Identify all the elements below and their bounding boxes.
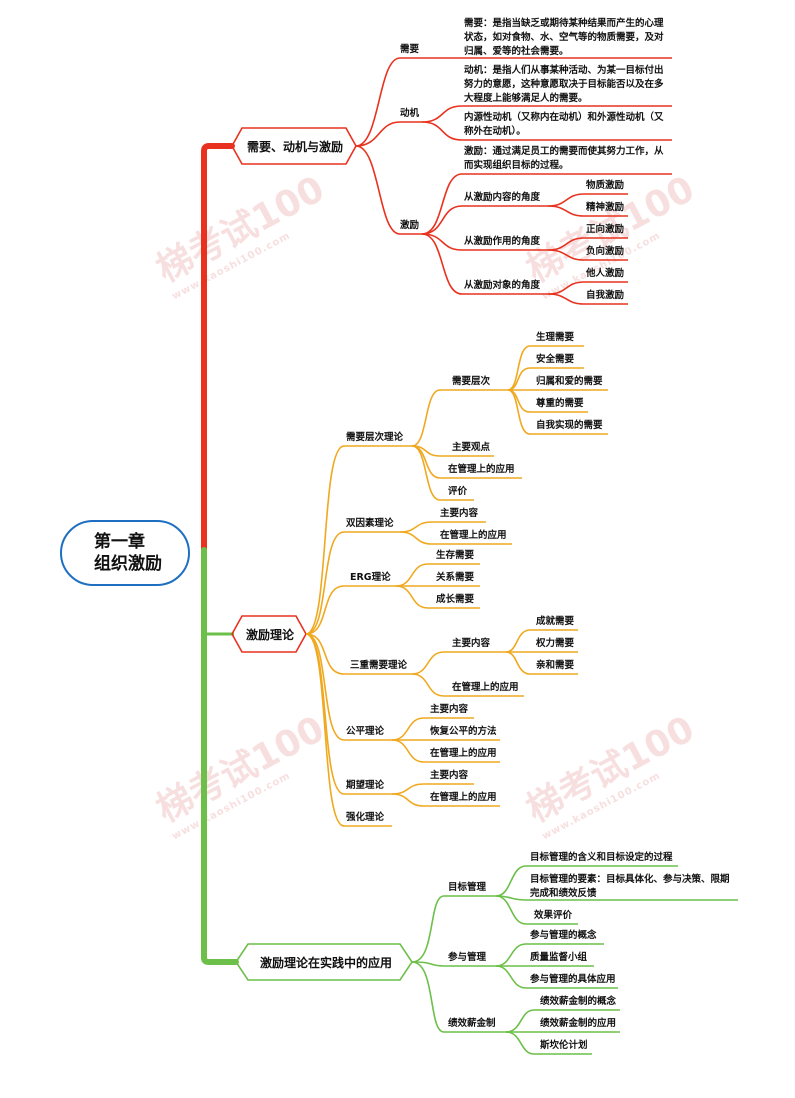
node-motive-desc[interactable]: 动机：是指人们从事某种活动、为某一目标付出努力的意愿，这种意愿取决于目标能否以及… bbox=[464, 65, 664, 104]
root-subtitle: 组织激励 bbox=[94, 554, 162, 574]
node-triple-app[interactable]: 在管理上的应用 bbox=[452, 682, 519, 693]
node-equity-main[interactable]: 主要内容 bbox=[430, 704, 469, 715]
node-expectancy-app[interactable]: 在管理上的应用 bbox=[430, 792, 497, 803]
root-node[interactable]: 第一章 组织激励 bbox=[60, 520, 190, 586]
node-affiliation-need[interactable]: 亲和需要 bbox=[536, 660, 575, 671]
node-expectancy-theory[interactable]: 期望理论 bbox=[346, 780, 385, 791]
node-achievement-need[interactable]: 成就需要 bbox=[536, 616, 575, 627]
node-hierarchy-theory[interactable]: 需要层次理论 bbox=[346, 432, 404, 443]
node-need-levels[interactable]: 需要层次 bbox=[452, 376, 491, 387]
branch-node-incentive-theory[interactable]: 激励理论 bbox=[245, 627, 294, 642]
node-incentive[interactable]: 激励 bbox=[400, 220, 420, 231]
node-participation[interactable]: 参与管理 bbox=[448, 952, 487, 963]
node-hierarchy-eval[interactable]: 评价 bbox=[448, 486, 468, 497]
node-pay-app[interactable]: 绩效薪金制的应用 bbox=[540, 1018, 617, 1029]
node-erg-growth[interactable]: 成长需要 bbox=[436, 594, 475, 605]
node-positive-incentive[interactable]: 正向激励 bbox=[586, 224, 625, 235]
node-mbo-elements[interactable]: 目标管理的要素：目标具体化、参与决策、限期完成和绩效反馈 bbox=[530, 874, 730, 899]
node-quality-circle[interactable]: 质量监督小组 bbox=[530, 952, 588, 963]
node-reinforcement-theory[interactable]: 强化理论 bbox=[346, 812, 385, 823]
node-negative-incentive[interactable]: 负向激励 bbox=[586, 246, 625, 257]
node-level-2[interactable]: 安全需要 bbox=[536, 354, 575, 365]
node-mbo-evaluation[interactable]: 效果评价 bbox=[534, 910, 573, 921]
node-need[interactable]: 需要 bbox=[400, 44, 420, 55]
root-title: 第一章 bbox=[94, 532, 145, 552]
node-mbo[interactable]: 目标管理 bbox=[448, 882, 487, 893]
node-equity-restore[interactable]: 恢复公平的方法 bbox=[430, 726, 497, 737]
node-hierarchy-view[interactable]: 主要观点 bbox=[452, 442, 491, 453]
node-erg-existence[interactable]: 生存需要 bbox=[436, 550, 475, 561]
node-others-incentive[interactable]: 他人激励 bbox=[586, 268, 625, 279]
node-level-3[interactable]: 归属和爱的需要 bbox=[536, 376, 603, 387]
node-scanlon-plan[interactable]: 斯坎伦计划 bbox=[540, 1040, 588, 1051]
node-hierarchy-app[interactable]: 在管理上的应用 bbox=[448, 464, 515, 475]
node-power-need[interactable]: 权力需要 bbox=[536, 638, 575, 649]
node-performance-pay[interactable]: 绩效薪金制 bbox=[448, 1018, 496, 1029]
node-level-5[interactable]: 自我实现的需要 bbox=[536, 420, 603, 431]
node-expectancy-main[interactable]: 主要内容 bbox=[430, 770, 469, 781]
node-incentive-content[interactable]: 从激励内容的角度 bbox=[464, 192, 541, 203]
node-participation-app[interactable]: 参与管理的具体应用 bbox=[530, 974, 616, 985]
branch-node-need-motive-incentive[interactable]: 需要、动机与激励 bbox=[246, 139, 343, 154]
node-triple-need-theory[interactable]: 三重需要理论 bbox=[350, 660, 408, 671]
node-spiritual-incentive[interactable]: 精神激励 bbox=[586, 202, 625, 213]
node-need-desc[interactable]: 需要：是指当缺乏或期待某种结果而产生的心理状态，如对食物、水、空气等的物质需要，… bbox=[464, 18, 664, 57]
node-triple-main[interactable]: 主要内容 bbox=[452, 638, 491, 649]
node-pay-concept[interactable]: 绩效薪金制的概念 bbox=[540, 996, 617, 1007]
node-self-incentive[interactable]: 自我激励 bbox=[586, 290, 625, 301]
node-two-factor-theory[interactable]: 双因素理论 bbox=[346, 518, 394, 529]
node-two-factor-app[interactable]: 在管理上的应用 bbox=[440, 530, 507, 541]
node-erg-theory[interactable]: ERG理论 bbox=[350, 572, 391, 583]
node-level-4[interactable]: 尊重的需要 bbox=[536, 398, 584, 409]
node-material-incentive[interactable]: 物质激励 bbox=[586, 180, 625, 191]
node-incentive-object[interactable]: 从激励对象的角度 bbox=[464, 280, 541, 291]
node-motive[interactable]: 动机 bbox=[400, 108, 420, 119]
node-participation-concept[interactable]: 参与管理的概念 bbox=[530, 930, 597, 941]
branch-node-incentive-practice[interactable]: 激励理论在实践中的应用 bbox=[259, 955, 392, 970]
node-equity-theory[interactable]: 公平理论 bbox=[346, 726, 385, 737]
node-erg-relatedness[interactable]: 关系需要 bbox=[436, 572, 475, 583]
node-equity-app[interactable]: 在管理上的应用 bbox=[430, 748, 497, 759]
node-two-factor-main[interactable]: 主要内容 bbox=[440, 508, 479, 519]
node-incentive-effect[interactable]: 从激励作用的角度 bbox=[464, 236, 541, 247]
node-incentive-desc[interactable]: 激励：通过满足员工的需要而使其努力工作，从而实现组织目标的过程。 bbox=[464, 146, 664, 171]
node-level-1[interactable]: 生理需要 bbox=[536, 332, 575, 343]
node-motive-types[interactable]: 内源性动机（又称内在动机）和外源性动机（又称外在动机）。 bbox=[464, 112, 664, 137]
node-mbo-meaning[interactable]: 目标管理的含义和目标设定的过程 bbox=[530, 852, 673, 863]
